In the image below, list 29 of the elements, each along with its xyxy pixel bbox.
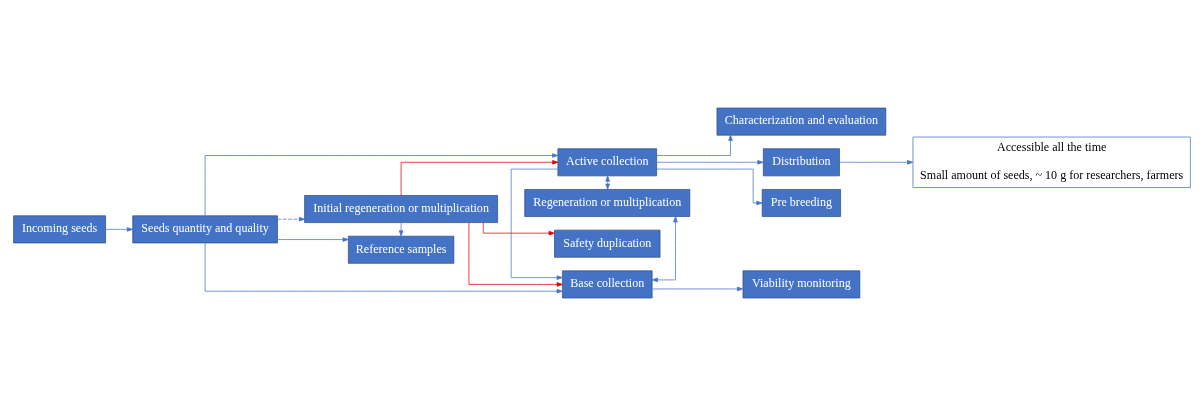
arrow xyxy=(204,153,559,216)
arrow xyxy=(839,160,914,165)
node-box: Regeneration or multiplication xyxy=(524,189,691,217)
node-box: Incoming seeds xyxy=(13,215,106,244)
arrow xyxy=(510,168,563,280)
arrow xyxy=(656,160,764,165)
node-box: Base collection xyxy=(562,270,653,299)
arrow xyxy=(651,286,743,292)
node-box: Initial regeneration or multiplication xyxy=(304,195,498,223)
node-box: Safety duplication xyxy=(554,229,661,258)
arrow xyxy=(400,160,559,196)
arrow xyxy=(277,237,349,242)
node-box: Viability monitoring xyxy=(742,270,861,299)
arrow xyxy=(656,134,733,156)
arrow xyxy=(482,222,555,236)
node-box: Reference samples xyxy=(347,235,455,264)
arrow xyxy=(651,216,678,283)
node-box: Active collection xyxy=(557,148,658,177)
node-box: Characterization and evaluation xyxy=(716,107,887,136)
node-box: Pre breeding xyxy=(761,189,841,217)
arrow xyxy=(468,222,563,287)
node-box: Distribution xyxy=(762,148,840,177)
arrow xyxy=(656,168,763,206)
arrow xyxy=(277,217,305,222)
arrow xyxy=(105,227,133,232)
node-box: Accessible all the time Small amount of seeds, ~ 10 g for researchers, farmers xyxy=(912,136,1191,188)
node-box: Seeds quantity and quality xyxy=(132,215,278,244)
arrow xyxy=(204,242,563,294)
arrow xyxy=(398,222,404,237)
